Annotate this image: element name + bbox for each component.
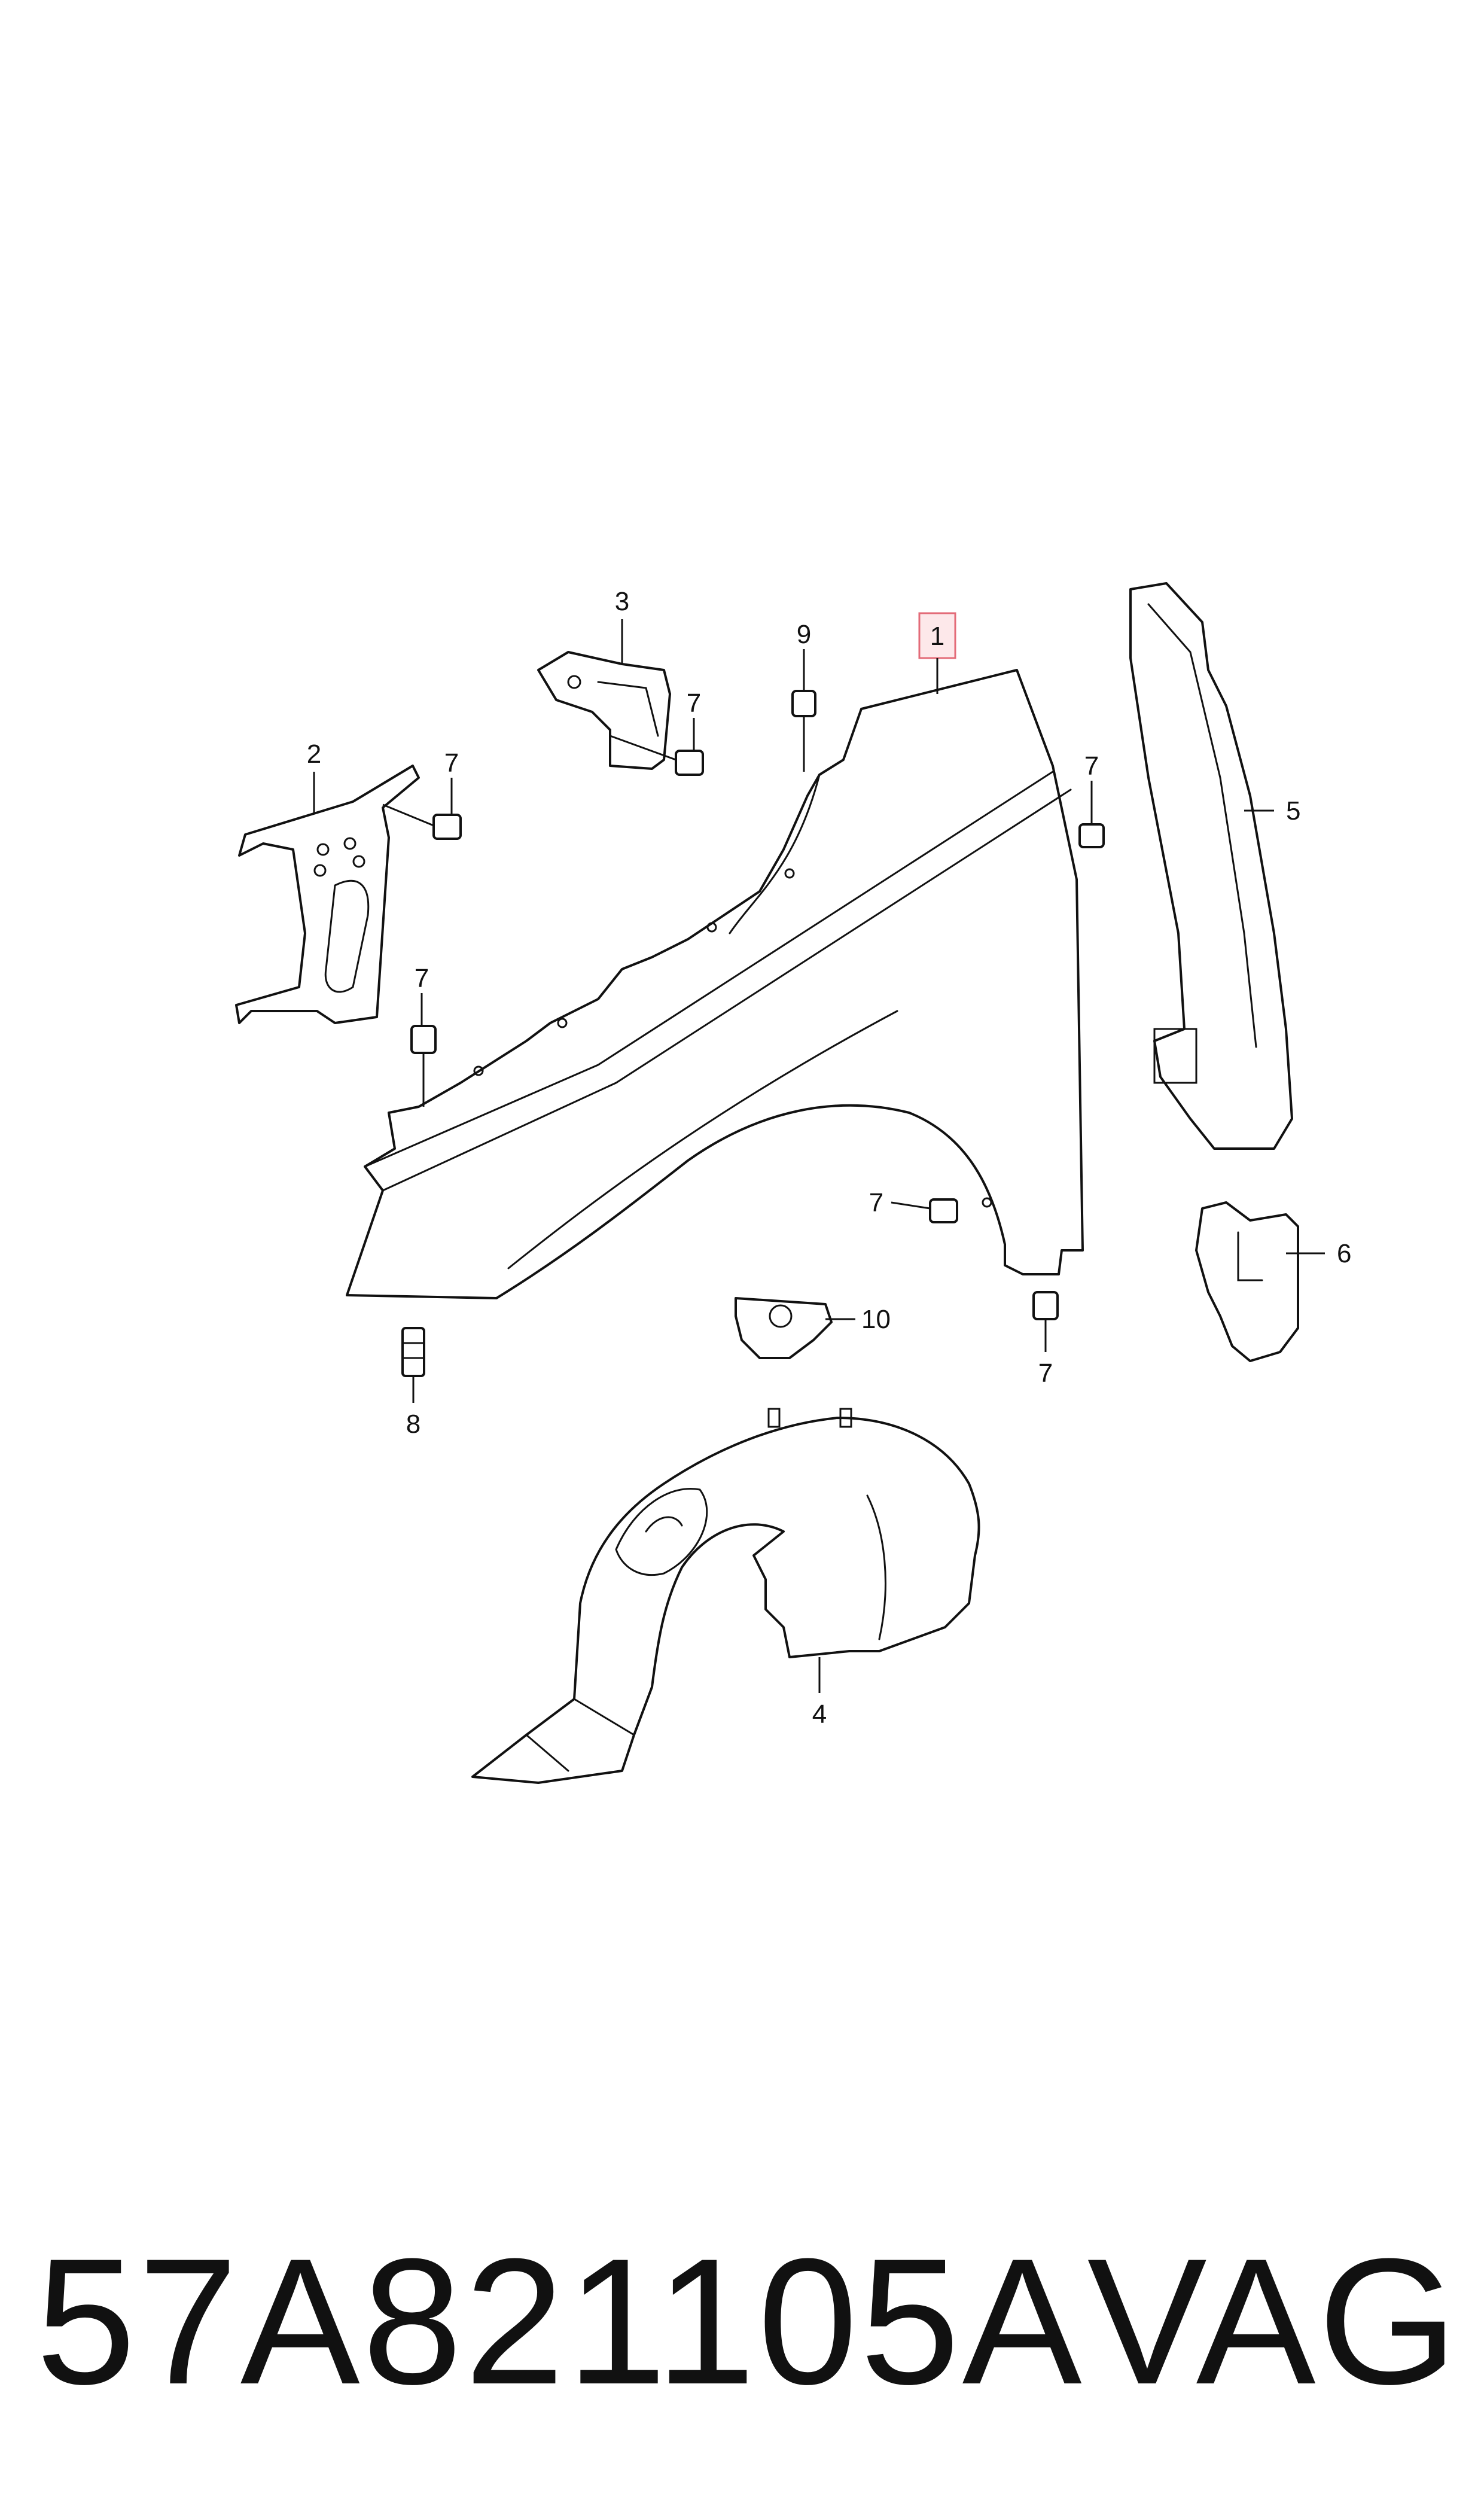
bracket-part-2 — [235, 765, 420, 1024]
fender-part — [346, 669, 1084, 1299]
caption: 57A821105A VAG — [0, 2213, 1484, 2429]
part-number: 57A821105A — [36, 2221, 1084, 2422]
parts-diagram: 1 2 3 4 5 6 7 7 7 7 7 7 — [235, 582, 1351, 1784]
brand-name: VAG — [1087, 2221, 1460, 2422]
bolt-7-c — [1078, 823, 1105, 848]
svg-text:1: 1 — [930, 622, 944, 651]
svg-text:7: 7 — [415, 964, 429, 993]
svg-text:7: 7 — [869, 1188, 883, 1217]
callout-7c: 7 — [1084, 751, 1099, 824]
callout-7a: 7 — [687, 689, 701, 751]
callout-5: 5 — [1244, 796, 1300, 826]
svg-text:6: 6 — [1337, 1239, 1351, 1268]
callout-2: 2 — [307, 739, 321, 814]
bolt-7-b — [382, 803, 462, 840]
svg-text:5: 5 — [1286, 796, 1300, 826]
wheel-liner-part — [471, 1408, 980, 1784]
callout-8: 8 — [406, 1376, 420, 1439]
bracket-part-6 — [1195, 1201, 1299, 1362]
callout-7e: 7 — [869, 1188, 931, 1217]
svg-text:7: 7 — [1038, 1359, 1053, 1388]
svg-text:9: 9 — [797, 620, 811, 649]
svg-text:10: 10 — [861, 1305, 891, 1334]
callout-4: 4 — [812, 1657, 827, 1729]
bolt-7-d — [410, 1025, 437, 1107]
bolt-7-f — [1032, 1291, 1059, 1320]
side-panel-part — [1129, 582, 1293, 1150]
svg-text:7: 7 — [1084, 751, 1099, 781]
callout-3: 3 — [615, 587, 629, 664]
clip-part-10 — [735, 1297, 833, 1359]
callout-7d: 7 — [415, 964, 429, 1026]
stud-8 — [401, 1327, 425, 1377]
bracket-part-3 — [537, 651, 671, 770]
callout-10: 10 — [825, 1305, 891, 1334]
svg-text:7: 7 — [444, 748, 459, 778]
svg-text:2: 2 — [307, 739, 321, 769]
screw-9 — [791, 690, 816, 772]
callout-1: 1 — [918, 612, 956, 694]
callout-6: 6 — [1286, 1239, 1351, 1268]
callout-7f: 7 — [1038, 1319, 1053, 1388]
bolt-7-a — [610, 735, 704, 776]
callout-7b: 7 — [444, 748, 459, 815]
svg-text:7: 7 — [687, 689, 701, 718]
callout-9: 9 — [797, 620, 811, 691]
svg-text:8: 8 — [406, 1409, 420, 1439]
bolt-7-e — [929, 1198, 958, 1223]
svg-text:3: 3 — [615, 587, 629, 616]
svg-text:4: 4 — [812, 1700, 827, 1729]
